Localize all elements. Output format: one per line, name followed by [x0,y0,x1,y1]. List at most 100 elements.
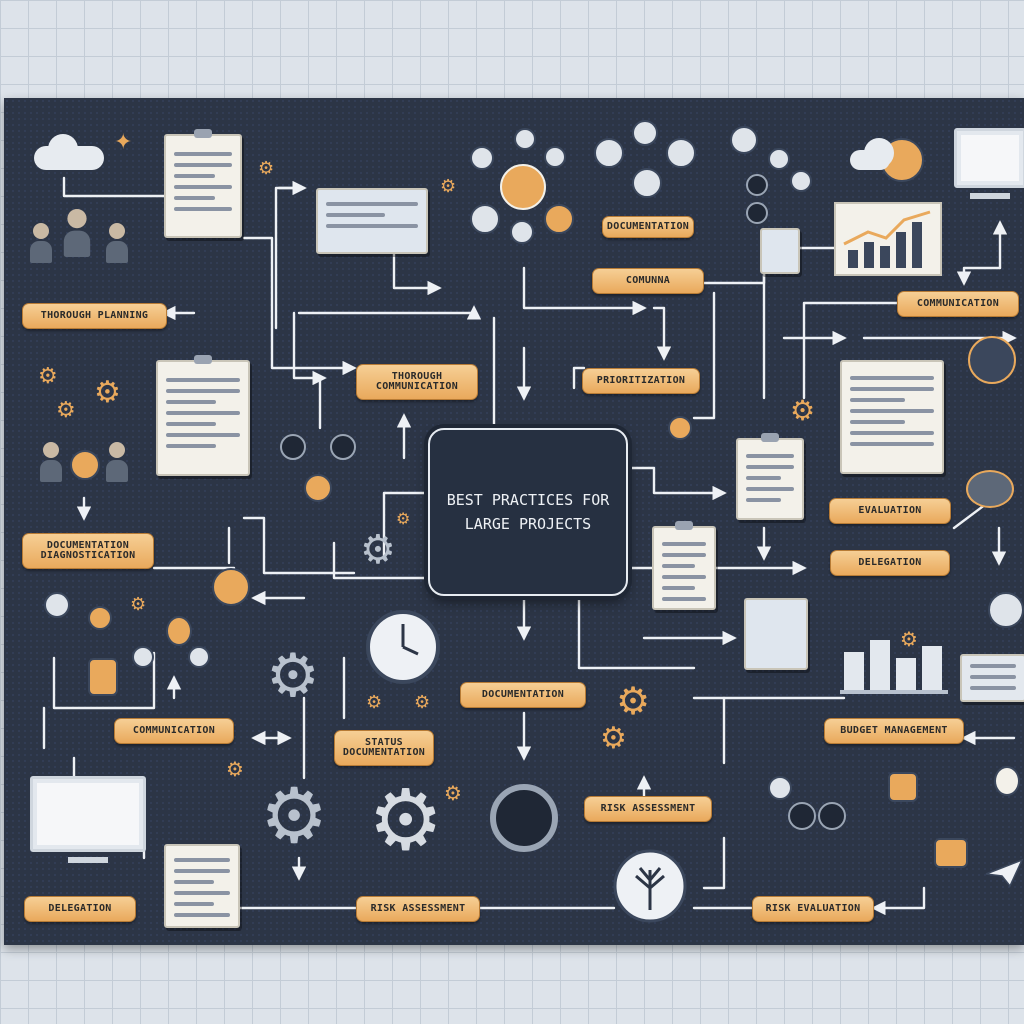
node-icon [818,802,846,830]
center-title-box: BEST PRACTICES FOR LARGE PROJECTS [428,428,628,596]
tree-icon [613,849,687,923]
person-icon [106,223,128,263]
node-icon [632,168,662,198]
lightbulb-icon [166,616,192,646]
whiteboard-icon [316,188,428,254]
label-risk-assessment-bottom: RISK ASSESSMENT [356,896,480,922]
node-icon [788,802,816,830]
node-icon [768,776,792,800]
label-documentation-diagnostication: DOCUMENTATION DIAGNOSTICATION [22,533,154,569]
chat-icon [888,772,918,802]
gear-icon: ⚙ [366,692,383,713]
cloud-icon [850,138,894,170]
clipboard-icon [156,355,250,476]
person-icon [30,223,52,263]
gear-icon: ⚙ [258,158,275,179]
blocks-icon [744,598,808,670]
plant-icon [966,470,1014,508]
node-icon [746,202,768,224]
gear-icon: ⚙ [360,527,396,573]
node-icon [544,204,574,234]
node-icon [632,120,658,146]
label-thorough-communication: THOROUGH COMMUNICATION [356,364,478,400]
node-icon [514,128,536,150]
person-icon [106,442,128,482]
node-icon [544,146,566,168]
node-icon [470,204,500,234]
clock-icon [366,610,440,684]
gear-icon: ⚙ [94,375,121,410]
gear-large-icon: ⚙ [260,771,329,860]
gear-icon: ⚙ [38,364,58,389]
chart-icon [834,202,942,276]
bar-chart-icon [840,640,948,694]
diagram-board: BEST PRACTICES FOR LARGE PROJECTS THOROU… [4,98,1024,945]
gear-icon: ⚙ [266,641,320,711]
number-badge-icon [988,592,1024,628]
cloud-icon [34,134,104,170]
node-icon [768,148,790,170]
search-icon [500,164,546,210]
node-icon [666,138,696,168]
robot-icon [968,336,1016,384]
label-documentation-mid: DOCUMENTATION [460,682,586,708]
label-prioritization: PRIORITIZATION [582,368,700,394]
node-icon [594,138,624,168]
gear-icon: ⚙ [226,757,244,781]
gear-icon: ⚙ [440,176,457,197]
gear-icon: ⚙ [396,509,411,528]
person-icon [40,442,62,482]
sparkle-icon: ✦ [114,130,133,155]
label-delegation-right: DELEGATION [830,550,950,576]
document-icon [840,360,944,474]
stopwatch-icon [212,568,250,606]
gear-icon: ⚙ [130,594,147,615]
building-icon [760,228,800,274]
node-icon [510,220,534,244]
document-icon [736,433,804,520]
label-risk-assessment: RISK ASSESSMENT [584,796,712,822]
label-status-documentation: STATUS DOCUMENTATION [334,730,434,766]
node-icon [280,434,306,460]
user-card-icon [934,838,968,868]
flask-icon [88,658,118,696]
label-budget-management: BUDGET MANAGEMENT [824,718,964,744]
node-icon [470,146,494,170]
document-icon [164,844,240,928]
person-icon [63,209,91,257]
paper-plane-icon [985,858,1024,888]
gear-large-icon: ⚙ [368,771,444,869]
label-evaluation: EVALUATION [829,498,951,524]
node-icon [304,474,332,502]
monitor-icon [30,776,146,863]
node-icon [44,592,70,618]
label-thorough-planning: THOROUGH PLANNING [22,303,167,329]
gear-icon: ⚙ [616,679,651,723]
center-title: BEST PRACTICES FOR LARGE PROJECTS [446,491,610,533]
document-icon [652,521,716,610]
gear-icon: ⚙ [900,627,918,651]
gear-icon: ⚙ [790,394,816,427]
gear-icon: ⚙ [56,398,76,423]
label-communication-bottom: COMMUNICATION [114,718,234,744]
target-icon [490,784,558,852]
gear-icon: ⚙ [414,692,431,713]
meeting-icon [70,450,100,480]
gear-icon: ⚙ [444,781,462,805]
monitor-icon [954,128,1024,199]
node-icon [730,126,758,154]
node-icon [88,606,112,630]
label-communication-right: COMMUNICATION [897,291,1019,317]
label-documentation-top: DOCUMENTATION [602,216,694,238]
books-icon [960,654,1024,702]
lightbulb-icon [994,766,1020,796]
node-icon [330,434,356,460]
node-icon [188,646,210,668]
label-comunna: COMUNNA [592,268,704,294]
clipboard-icon [164,129,242,238]
magnifier-icon [668,416,692,440]
node-icon [132,646,154,668]
gear-icon: ⚙ [600,721,627,756]
label-delegation-bottom: DELEGATION [24,896,136,922]
node-icon [790,170,812,192]
